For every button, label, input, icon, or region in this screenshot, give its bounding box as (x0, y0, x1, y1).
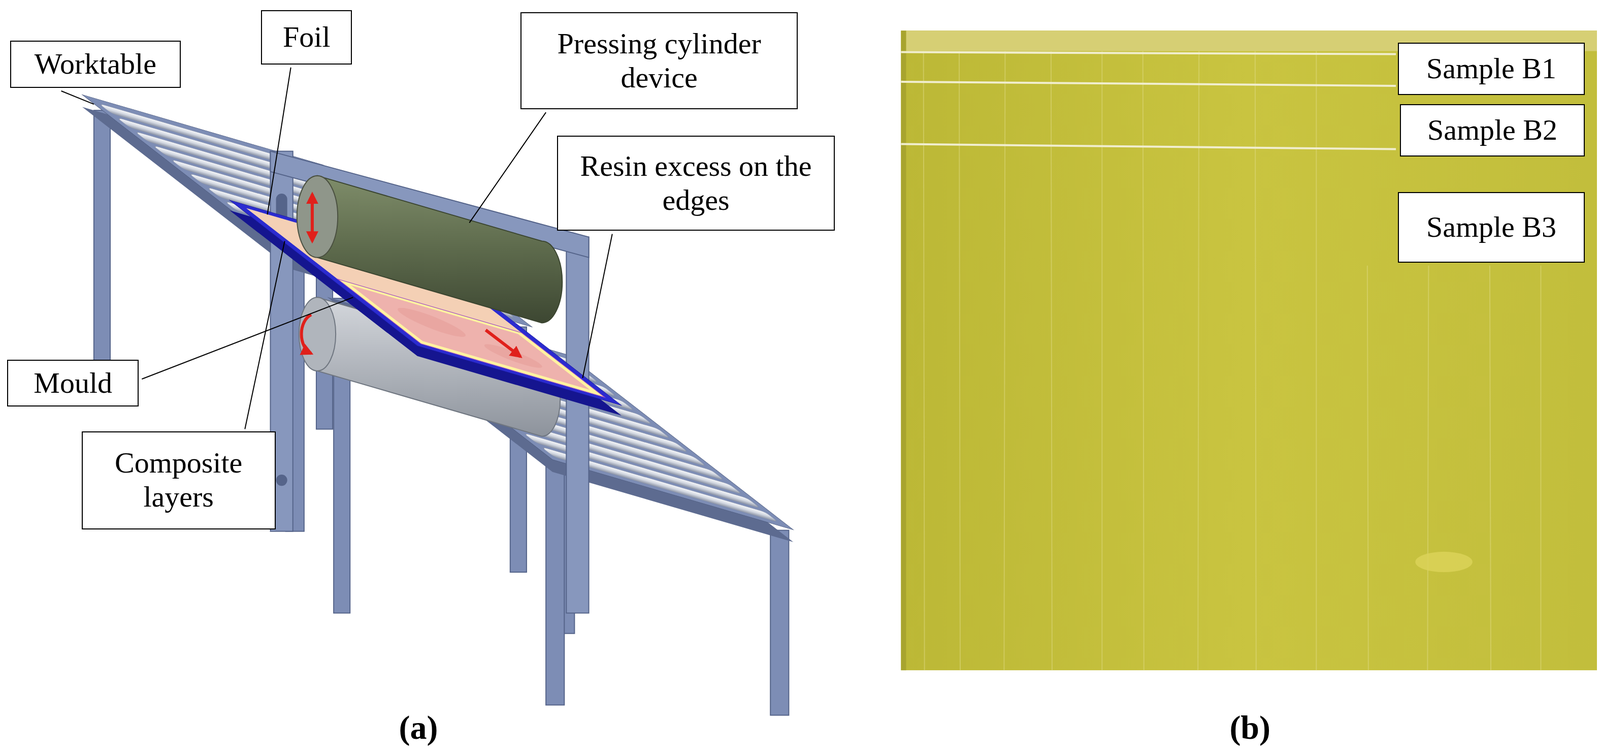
motion-arrows (301, 193, 521, 357)
streak (1489, 265, 1491, 670)
cut-line (900, 52, 1396, 55)
streak (1197, 51, 1199, 671)
resin-patch (475, 339, 552, 373)
callout-box: Composite layers (81, 431, 276, 530)
callout-text: Foil (282, 20, 331, 55)
streak (1367, 265, 1369, 670)
cylinder-body (317, 175, 563, 323)
motion-arrow (485, 330, 521, 357)
leader-lines (61, 67, 613, 430)
callout-text: Sample B2 (1427, 113, 1558, 148)
panel-label: (b) (1229, 707, 1271, 747)
cylinder-cap (299, 297, 336, 371)
leader-line (61, 90, 94, 105)
callout-text: Sample B1 (1426, 51, 1557, 86)
streak (1051, 51, 1053, 671)
callout-text: Mould (33, 366, 113, 401)
callout-box: Worktable (10, 40, 181, 88)
callout-text: Worktable (34, 47, 157, 82)
plate-spot (1415, 551, 1473, 572)
callout-box: Pressing cylinder device (520, 12, 799, 110)
callout-box: Resin excess on the edges (557, 135, 835, 231)
cut-line (900, 81, 1396, 86)
callout-box: Sample B2 (1399, 104, 1585, 157)
streak (1255, 51, 1257, 671)
table-leg (93, 110, 111, 388)
cylinder-cap (297, 175, 338, 258)
streak (1143, 51, 1145, 671)
leader-line (582, 233, 612, 378)
callout-text: Composite layers (93, 445, 264, 514)
callout-box: Mould (7, 359, 139, 407)
pressing-cylinder (297, 175, 563, 323)
callout-text: Sample B3 (1426, 210, 1557, 245)
table-leg (545, 464, 565, 705)
plate-edge (900, 30, 906, 670)
leader-line (141, 297, 353, 379)
leader-line (244, 241, 285, 430)
composite-plate (900, 30, 1597, 670)
panel-label: (a) (398, 707, 438, 747)
sample-photo (900, 30, 1597, 670)
frame-post (566, 237, 589, 613)
streak (1101, 51, 1103, 671)
cut-lines (900, 52, 1396, 150)
streak (1540, 265, 1542, 670)
callout-box: Sample B1 (1397, 42, 1585, 95)
callout-box: Foil (260, 10, 352, 65)
table-leg (770, 530, 789, 715)
streak (1315, 51, 1317, 671)
motion-arrow (301, 314, 312, 353)
frame-hole (276, 474, 287, 485)
motion-arrow (310, 193, 314, 242)
leader-line (469, 112, 546, 223)
roller (523, 432, 761, 509)
leader-line (267, 67, 291, 215)
callout-text: Pressing cylinder device (532, 26, 787, 95)
callout-box: Sample B3 (1397, 191, 1585, 263)
streak (1427, 265, 1429, 670)
callout-text: Resin excess on the edges (569, 149, 823, 217)
cut-line (900, 144, 1396, 150)
streak (1003, 51, 1005, 671)
resin-patch (386, 301, 477, 343)
